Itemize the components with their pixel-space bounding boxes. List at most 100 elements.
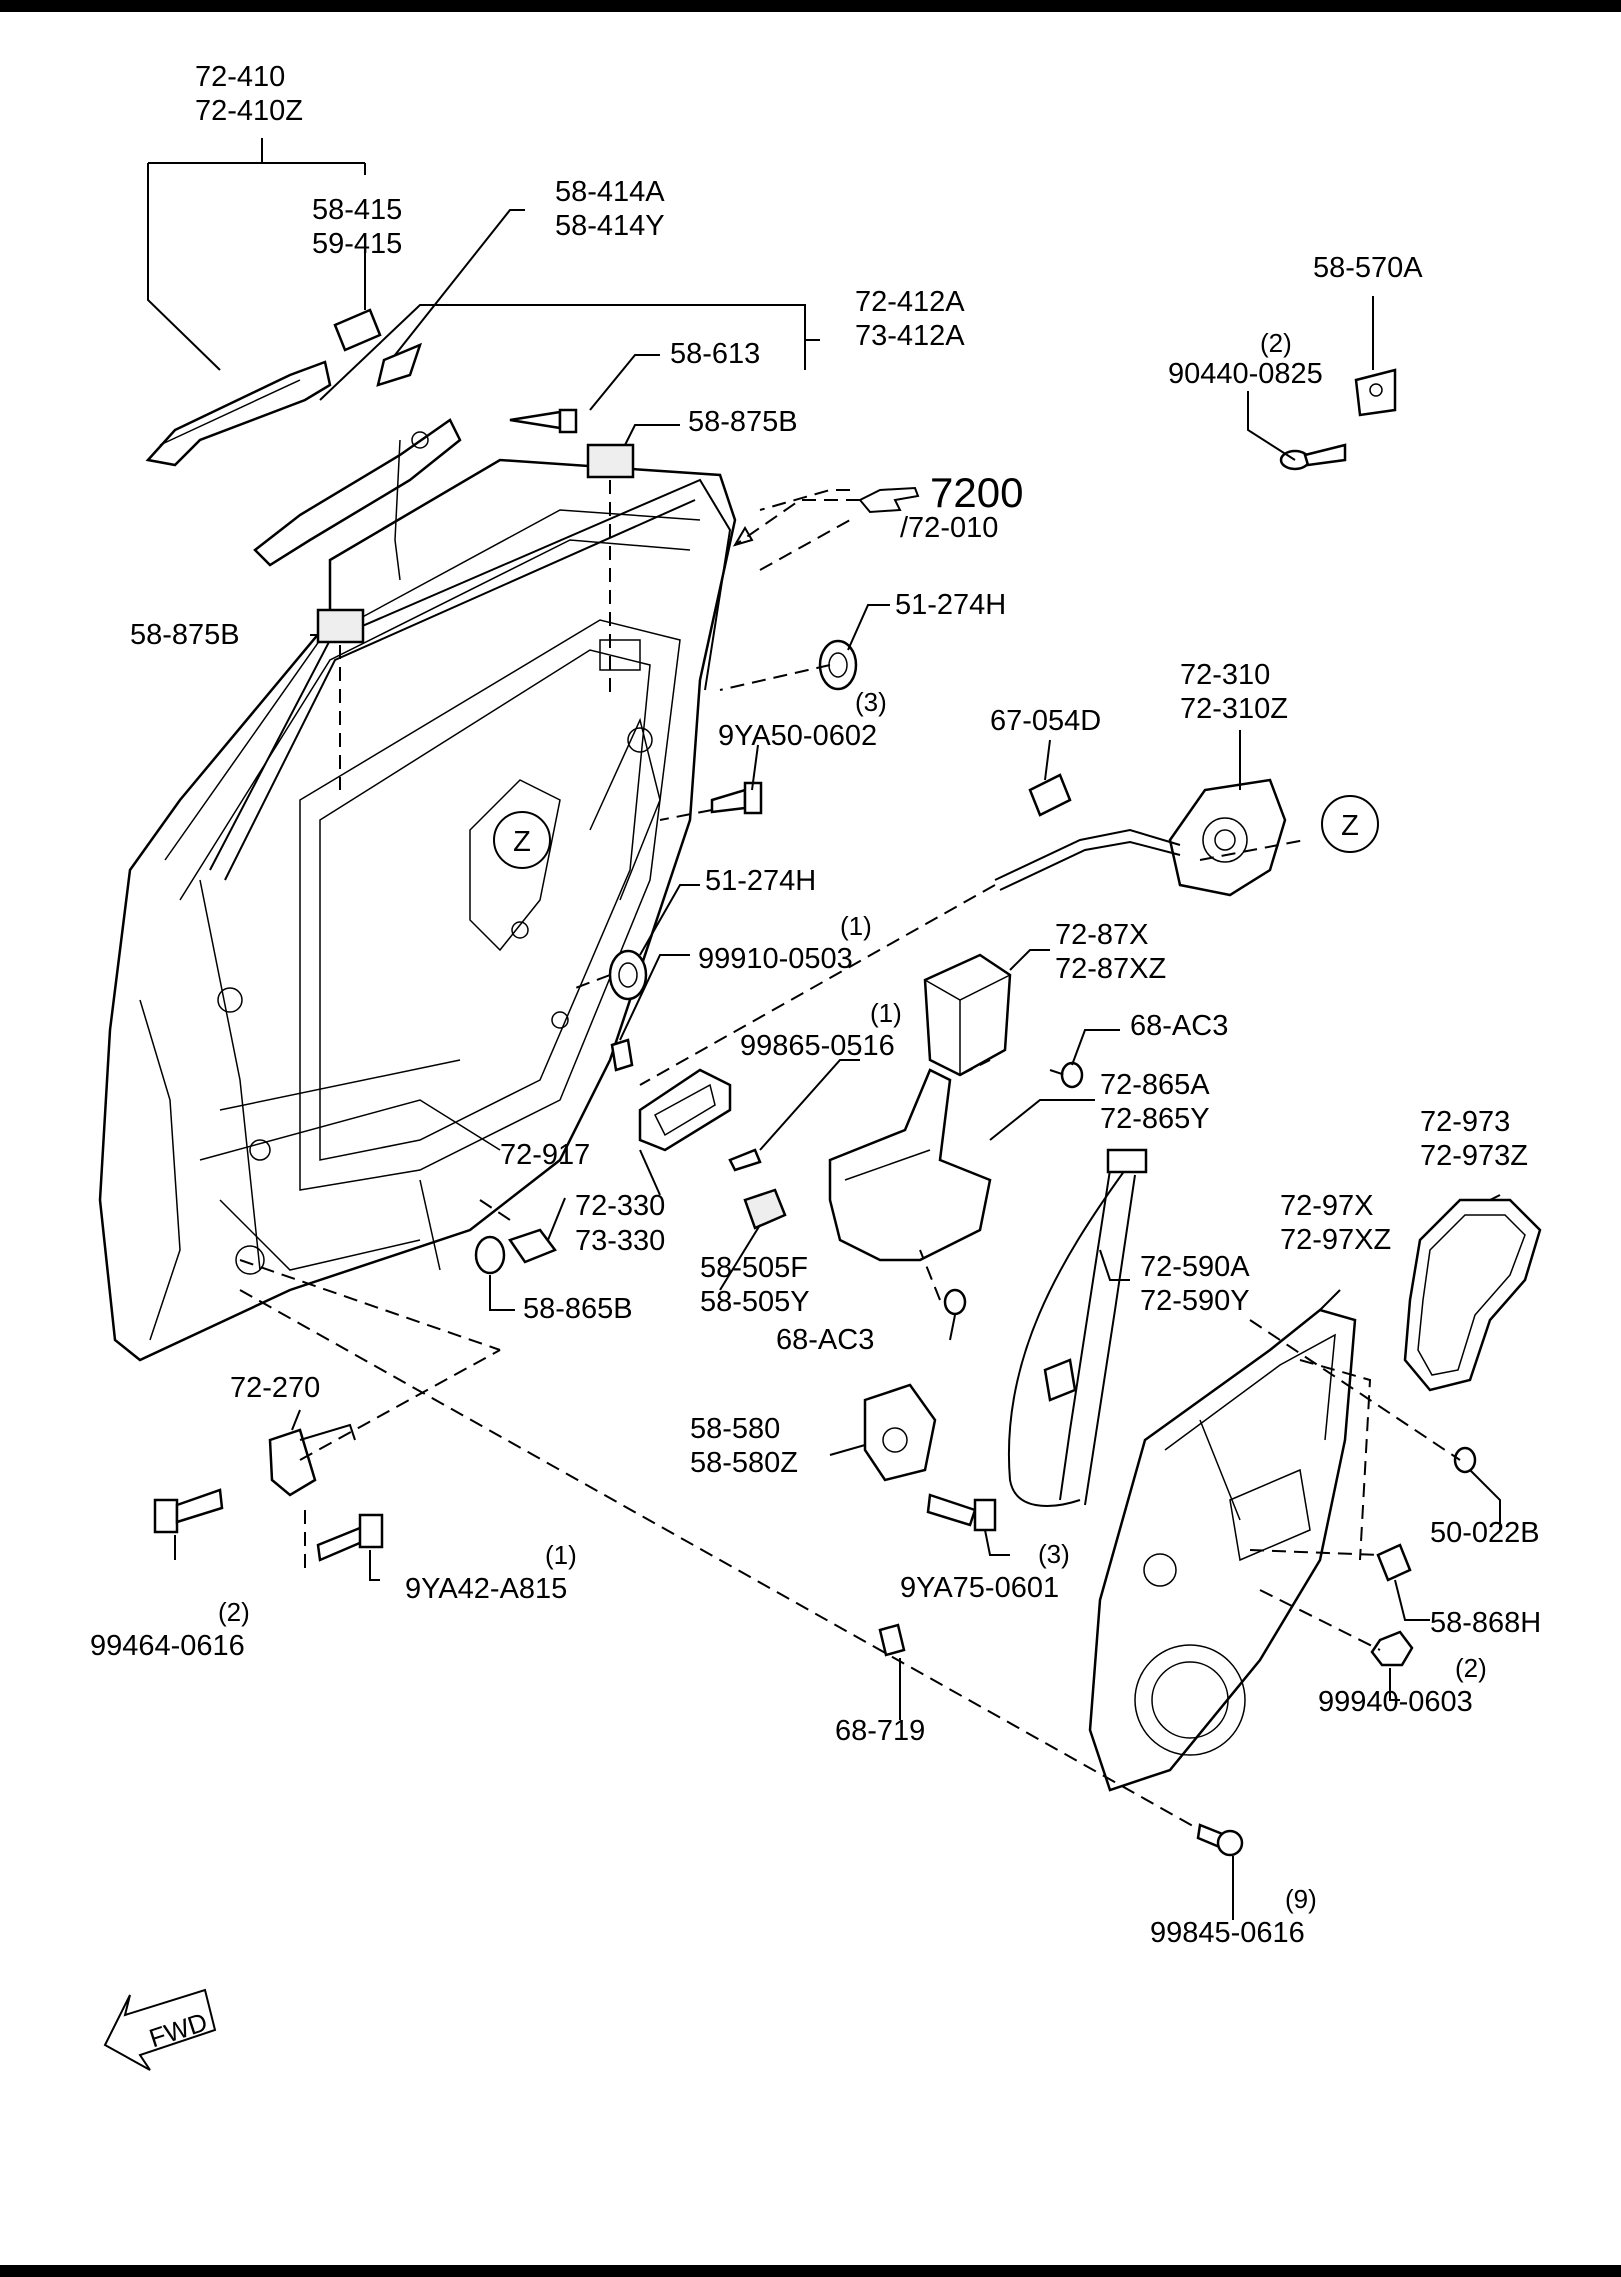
svg-text:67-054D: 67-054D (990, 705, 1101, 737)
grommet-58-868h (1376, 1543, 1412, 1582)
svg-text:72-87X: 72-87X (1055, 919, 1149, 951)
svg-text:73-330: 73-330 (575, 1225, 665, 1257)
pin-99910 (610, 1038, 634, 1072)
svg-text:99910-0503: 99910-0503 (698, 943, 853, 975)
svg-text:Z: Z (1341, 810, 1359, 842)
svg-text:58-414Y: 58-414Y (555, 210, 665, 242)
svg-text:58-415: 58-415 (312, 194, 402, 226)
actuator-72-87x (923, 953, 1012, 1077)
svg-text:9YA75-0601: 9YA75-0601 (900, 1572, 1059, 1604)
svg-text:51-274H: 51-274H (705, 865, 816, 897)
svg-text:72-590A: 72-590A (1140, 1251, 1250, 1283)
leader-lines (147, 138, 1501, 1920)
svg-text:72-87XZ: 72-87XZ (1055, 953, 1166, 985)
door-check-72-270 (268, 1423, 356, 1497)
grommet-51-274h-a (818, 639, 858, 691)
section-reference: 7200 /72-010 (732, 469, 1023, 547)
svg-text:72-270: 72-270 (230, 1372, 320, 1404)
svg-text:58-580: 58-580 (690, 1413, 780, 1445)
bolt-9ya75 (926, 1493, 997, 1532)
svg-text:72-590Y: 72-590Y (1140, 1285, 1250, 1317)
svg-text:50-022B: 50-022B (1430, 1517, 1540, 1549)
svg-text:72-330: 72-330 (575, 1190, 665, 1222)
pad-58-875b-left (316, 608, 365, 644)
door-window-frame (209, 478, 732, 881)
svg-text:9YA42-A815: 9YA42-A815 (405, 1573, 567, 1605)
svg-text:99940-0603: 99940-0603 (1318, 1686, 1473, 1718)
svg-text:58-875B: 58-875B (688, 406, 798, 438)
screw-99865 (728, 1148, 762, 1172)
svg-text:(3): (3) (855, 687, 887, 717)
door-inner-panel (98, 458, 737, 1362)
nut-99940 (1370, 1630, 1414, 1667)
clip-50-022b (1453, 1446, 1477, 1474)
handle-gasket (376, 342, 423, 387)
svg-text:/72-010: /72-010 (900, 512, 998, 544)
svg-text:72-410: 72-410 (195, 61, 285, 93)
clip-67-054d (1028, 773, 1072, 817)
handle-cap (333, 308, 382, 352)
svg-text:Z: Z (513, 826, 531, 858)
svg-text:68-AC3: 68-AC3 (776, 1324, 874, 1356)
svg-text:72-310Z: 72-310Z (1180, 693, 1288, 725)
svg-text:68-AC3: 68-AC3 (1130, 1010, 1228, 1042)
svg-text:58-505F: 58-505F (700, 1252, 808, 1284)
svg-text:58-570A: 58-570A (1313, 252, 1423, 284)
svg-text:90440-0825: 90440-0825 (1168, 358, 1323, 390)
svg-text:99865-0516: 99865-0516 (740, 1030, 895, 1062)
svg-text:68-719: 68-719 (835, 1715, 925, 1747)
clip-68-ac3-a (1060, 1061, 1084, 1089)
zone-marker-left: Z (493, 811, 551, 869)
motor-58-580 (863, 1383, 937, 1482)
pad-58-505f (743, 1188, 787, 1230)
svg-text:72-310: 72-310 (1180, 659, 1270, 691)
svg-text:58-505Y: 58-505Y (700, 1286, 810, 1318)
inner-handle-72-330 (638, 1068, 732, 1152)
svg-text:72-865A: 72-865A (1100, 1069, 1210, 1101)
screw-58-613 (509, 408, 578, 434)
svg-text:59-415: 59-415 (312, 228, 402, 260)
stopper-58-865b (474, 1235, 506, 1275)
svg-text:(1): (1) (840, 911, 872, 941)
bolt-9ya50 (710, 781, 763, 815)
svg-text:58-414A: 58-414A (555, 176, 665, 208)
svg-text:(2): (2) (1455, 1653, 1487, 1683)
handle-bracket (253, 418, 462, 581)
svg-text:72-865Y: 72-865Y (1100, 1103, 1210, 1135)
svg-text:58-875B: 58-875B (130, 619, 240, 651)
svg-text:99464-0616: 99464-0616 (90, 1630, 245, 1662)
svg-text:72-410Z: 72-410Z (195, 95, 303, 127)
bolt-99464 (153, 1488, 224, 1534)
svg-text:58-865B: 58-865B (523, 1293, 633, 1325)
svg-text:(1): (1) (870, 998, 902, 1028)
bottom-border (0, 2265, 1621, 2277)
svg-text:72-973: 72-973 (1420, 1106, 1510, 1138)
shield-72-865a (828, 1068, 992, 1262)
clip-68-ac3-b (943, 1288, 967, 1316)
dashed-guides (239, 480, 1461, 1831)
svg-text:72-412A: 72-412A (855, 286, 965, 318)
svg-text:58-613: 58-613 (670, 338, 760, 370)
forward-direction-arrow: FWD (103, 1988, 217, 2071)
svg-text:(2): (2) (218, 1597, 250, 1627)
pad-58-875b-top (586, 443, 635, 479)
bumper-72-917 (508, 1228, 557, 1264)
gasket-72-973 (1403, 1198, 1542, 1392)
svg-text:72-97X: 72-97X (1280, 1190, 1374, 1222)
clip-68-719 (878, 1623, 906, 1657)
svg-text:(2): (2) (1260, 328, 1292, 358)
svg-text:58-580Z: 58-580Z (690, 1447, 798, 1479)
svg-text:72-917: 72-917 (500, 1139, 590, 1171)
svg-text:FWD: FWD (145, 2006, 211, 2053)
top-border (0, 0, 1621, 12)
svg-text:(1): (1) (545, 1540, 577, 1570)
carrier-panel-72-97x (1088, 1308, 1357, 1792)
svg-text:99845-0616: 99845-0616 (1150, 1917, 1305, 1949)
latch-cable (994, 828, 1181, 891)
svg-text:72-973Z: 72-973Z (1420, 1140, 1528, 1172)
svg-text:9YA50-0602: 9YA50-0602 (718, 720, 877, 752)
bolt-9ya42 (316, 1513, 384, 1562)
clip-58-570a (1354, 368, 1397, 417)
outer-door-handle (145, 360, 332, 467)
